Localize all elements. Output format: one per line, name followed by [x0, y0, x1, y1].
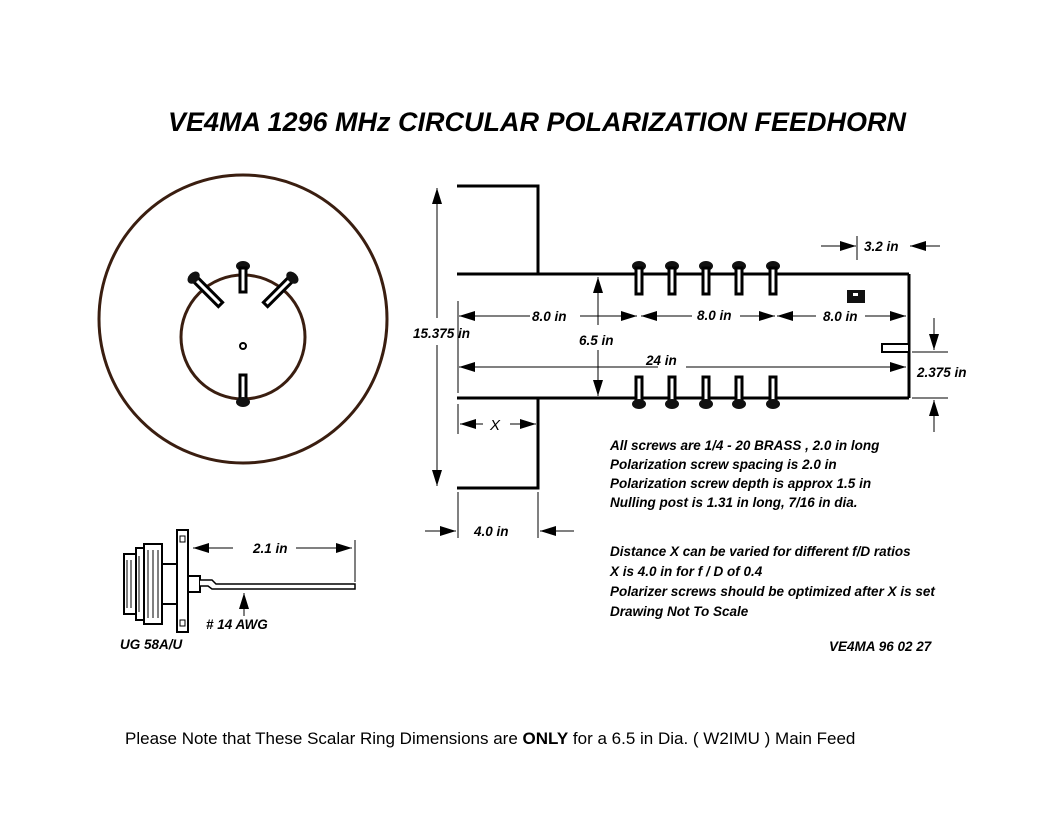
- dim-2375-label: 2.375 in: [916, 365, 967, 380]
- nulling-post: [847, 290, 865, 303]
- connector-label: UG 58A/U: [120, 637, 184, 652]
- signature: VE4MA 96 02 27: [829, 639, 933, 654]
- probe-center: [239, 342, 247, 350]
- dim-32-label: 3.2 in: [864, 239, 899, 254]
- side-view: [457, 184, 911, 490]
- screws-top: [632, 261, 780, 296]
- dim-8a-label: 8.0 in: [532, 309, 567, 324]
- connector-drawing: [123, 529, 356, 633]
- dim-21-label: 2.1 in: [252, 541, 288, 556]
- note-line: Nulling post is 1.31 in long, 7/16 in di…: [610, 495, 858, 510]
- note-line: Polarization screw depth is approx 1.5 i…: [610, 476, 871, 491]
- dim-8c-label: 8.0 in: [823, 309, 858, 324]
- scalar-ring-top: [457, 184, 909, 276]
- dim-8b-label: 8.0 in: [697, 308, 732, 323]
- note-line: Polarizer screws should be optimized aft…: [610, 584, 935, 599]
- note-line: Distance X can be varied for different f…: [610, 544, 911, 559]
- dim-65-label: 6.5 in: [579, 333, 614, 348]
- notes-block: All screws are 1/4 - 20 BRASS , 2.0 in l…: [609, 438, 880, 510]
- dim-x-label: X: [489, 417, 501, 434]
- diagram-title: VE4MA 1296 MHz CIRCULAR POLARIZATION FEE…: [168, 107, 907, 137]
- note-line: Polarization screw spacing is 2.0 in: [610, 457, 837, 472]
- probe: [881, 343, 910, 353]
- footer-note: Please Note that These Scalar Ring Dimen…: [125, 729, 855, 748]
- note-line: X is 4.0 in for f / D of 0.4: [609, 564, 763, 579]
- end-view-screw-bottom: [236, 373, 250, 407]
- end-view: [97, 173, 389, 465]
- note-line: Drawing Not To Scale: [610, 604, 749, 619]
- wire-label: # 14 AWG: [206, 617, 268, 632]
- dim-24-label: 24 in: [645, 353, 677, 368]
- dim-40-label: 4.0 in: [473, 524, 509, 539]
- end-view-screw-left: [187, 271, 225, 309]
- end-view-screw-right: [261, 271, 299, 309]
- screws-bottom: [632, 375, 780, 409]
- scalar-ring-outline: [97, 173, 389, 465]
- scalar-ring-bottom: [457, 396, 909, 490]
- note-line: All screws are 1/4 - 20 BRASS , 2.0 in l…: [609, 438, 880, 453]
- end-view-screw-top: [236, 261, 250, 294]
- notes-block-2: Distance X can be varied for different f…: [609, 544, 935, 619]
- dim-15375-label: 15.375 in: [413, 326, 470, 341]
- dimension-lines: [425, 188, 948, 538]
